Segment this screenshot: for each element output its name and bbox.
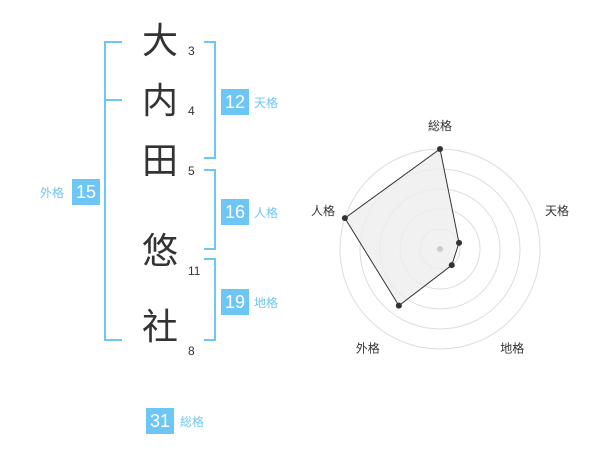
- gaikaku-value-badge: 15: [72, 179, 100, 205]
- name-char-1: 大: [141, 21, 178, 62]
- chikaku-label: 地格: [254, 296, 279, 310]
- gaikaku-bracket-bottom: [104, 339, 122, 341]
- stroke-count-4: 11: [188, 264, 201, 278]
- stroke-count-1: 3: [188, 44, 195, 58]
- name-char-4: 悠: [141, 231, 178, 272]
- radar-series-points: [341, 146, 463, 309]
- gaikaku-bracket-mid: [104, 99, 122, 101]
- chikaku-bracket-bottom: [204, 339, 216, 341]
- radar-axis-label: 地格: [500, 341, 524, 356]
- radar-axis-label: 天格: [545, 203, 569, 218]
- tenkaku-value-badge: 12: [221, 89, 249, 115]
- radar-point: [448, 262, 455, 269]
- tenkaku-bracket: [214, 41, 216, 159]
- radar-center-dot: [437, 246, 443, 252]
- gaikaku-bracket: [104, 41, 106, 341]
- radar-point: [341, 215, 348, 222]
- name-char-3: 田: [141, 141, 178, 182]
- radar-axis-label: 総格: [428, 118, 452, 133]
- stroke-count-3: 5: [188, 164, 195, 178]
- gaikaku-label: 外格: [40, 186, 65, 200]
- jinkaku-bracket-bottom: [204, 248, 216, 250]
- tenkaku-label: 天格: [254, 96, 279, 110]
- radar-point: [395, 302, 402, 309]
- jinkaku-value-badge: 16: [221, 199, 249, 225]
- chikaku-bracket: [214, 258, 216, 341]
- stroke-count-5: 8: [188, 344, 195, 358]
- chikaku-value-badge: 19: [221, 289, 249, 315]
- stroke-count-2: 4: [188, 104, 195, 118]
- radar-point: [456, 239, 463, 246]
- chikaku-bracket-top: [204, 258, 216, 260]
- gaikaku-bracket-top: [104, 41, 122, 43]
- tenkaku-bracket-top: [204, 41, 216, 43]
- soukaku-value-badge: 31: [146, 408, 174, 434]
- radar-axis-label: 外格: [356, 341, 380, 356]
- name-char-5: 社: [141, 307, 178, 348]
- radar-point: [437, 146, 443, 152]
- name-char-2: 内: [141, 81, 178, 122]
- jinkaku-label: 人格: [254, 206, 279, 220]
- jinkaku-bracket-top: [204, 169, 216, 171]
- radar-series-area: [344, 148, 460, 307]
- radar-axis-label: 人格: [311, 203, 335, 218]
- jinkaku-bracket: [214, 169, 216, 250]
- tenkaku-bracket-bottom: [204, 157, 216, 159]
- soukaku-label: 総格: [180, 415, 205, 429]
